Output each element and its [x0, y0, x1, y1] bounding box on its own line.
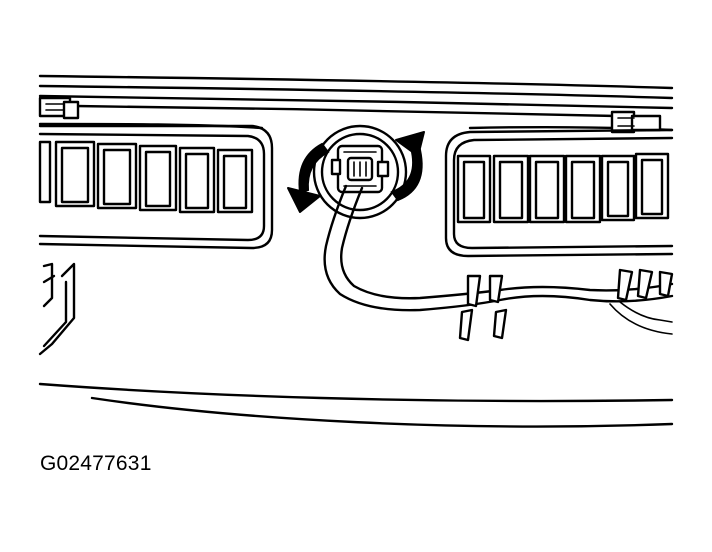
right-retaining-clip [610, 110, 662, 134]
figure-id-label: G02477631 [40, 452, 152, 475]
upper-panel-lines [38, 74, 674, 132]
harness-retainers [458, 268, 674, 342]
wiring-harness [323, 184, 674, 335]
lower-body-lines [38, 382, 674, 428]
left-grille-slots [38, 140, 254, 214]
left-retaining-clip [38, 96, 80, 120]
bulb-socket [312, 124, 408, 220]
right-grille-slots [456, 152, 670, 224]
right-lamp-housing [444, 128, 674, 258]
lower-left-bracket [38, 262, 76, 356]
rotate-ccw-arrow-icon [287, 142, 330, 213]
rotate-cw-arrow-icon [390, 131, 425, 202]
left-lamp-housing [38, 124, 274, 250]
